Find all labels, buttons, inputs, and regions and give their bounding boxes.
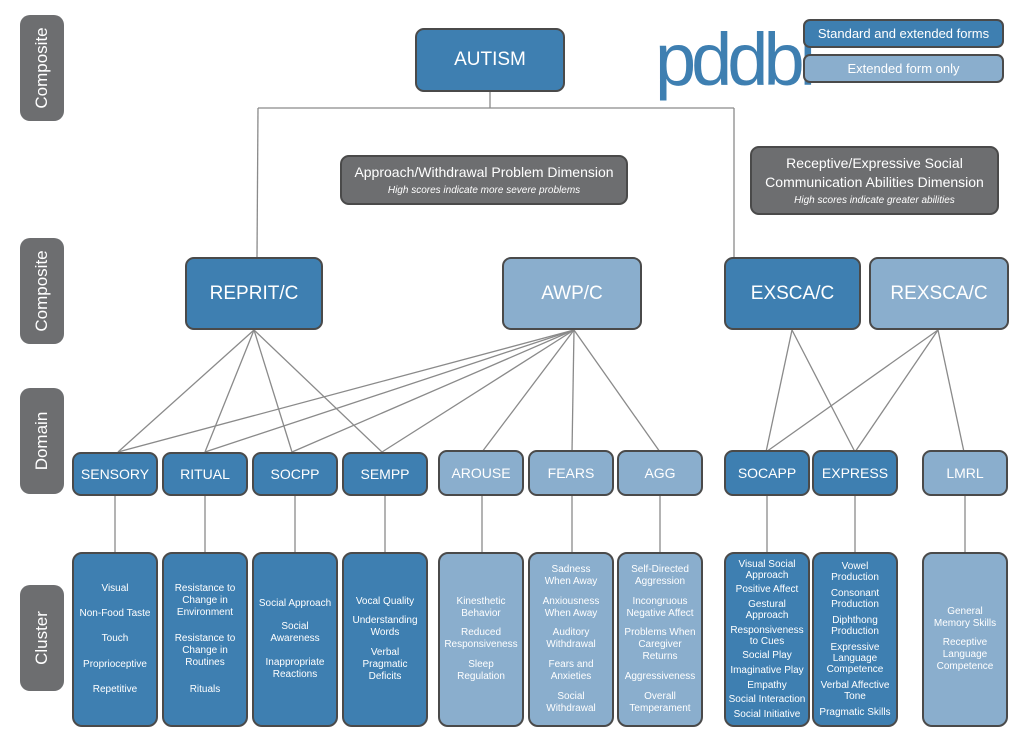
legend-standard: Standard and extended forms xyxy=(803,19,1004,48)
domain-express: EXPRESS xyxy=(812,450,898,496)
node-reprit-c: REPRIT/C xyxy=(185,257,323,330)
cluster-item: Sadness When Away xyxy=(544,563,598,587)
cluster-item: Vocal Quality xyxy=(355,595,415,607)
side-label-composite-top: Composite xyxy=(20,15,64,121)
cluster-item: Positive Affect xyxy=(735,584,799,596)
cluster-item: Repetitive xyxy=(92,684,138,696)
cluster-item: Rituals xyxy=(189,683,221,695)
cluster-item: Overall Temperament xyxy=(629,691,691,715)
domain-socapp: SOCAPP xyxy=(724,450,810,496)
cluster-item: Inappropriate Reactions xyxy=(265,657,325,681)
cluster-item: Pragmatic Skills xyxy=(819,707,891,719)
cluster-item: Empathy xyxy=(747,679,787,691)
dimension-title-line1: Receptive/Expressive Social xyxy=(786,154,963,171)
cluster-item: Sleep Regulation xyxy=(457,659,505,683)
cluster-item: Gestural Approach xyxy=(745,599,789,622)
cluster-item: Problems When Caregiver Returns xyxy=(624,627,696,663)
cluster-item: Touch xyxy=(101,633,129,645)
cluster-item: Verbal Affective Tone xyxy=(820,680,890,703)
side-label-domain: Domain xyxy=(20,388,64,494)
domain-sempp: SEMPP xyxy=(342,452,428,496)
cluster-item: Responsiveness to Cues xyxy=(730,624,804,647)
cluster-item: Expressive Language Competence xyxy=(826,642,884,676)
cluster-item: Social Withdrawal xyxy=(546,691,596,715)
cluster-item: Anxiousness When Away xyxy=(542,595,600,619)
domain-arouse: AROUSE xyxy=(438,450,524,496)
cluster-item: Social Initiative xyxy=(733,709,801,721)
domain-sensory: SENSORY xyxy=(72,452,158,496)
cluster-item: Diphthong Production xyxy=(831,614,879,637)
cluster-item: Kinesthetic Behavior xyxy=(456,595,506,619)
domain-fears: FEARS xyxy=(528,450,614,496)
dimension-title-line2: Communication Abilities Dimension xyxy=(765,173,984,190)
pddbi-logo: pddbi™ xyxy=(655,18,821,101)
cluster-item: Visual Social Approach xyxy=(738,558,796,581)
dimension-subtitle: High scores indicate more severe problem… xyxy=(387,184,581,196)
node-autism: AUTISM xyxy=(415,28,565,92)
cluster-item: Social Approach xyxy=(258,597,332,609)
cluster-item: Vowel Production xyxy=(831,560,879,583)
side-label-composite: Composite xyxy=(20,238,64,344)
dimension-approach-withdrawal: Approach/Withdrawal Problem Dimension Hi… xyxy=(340,155,628,205)
dimension-title: Approach/Withdrawal Problem Dimension xyxy=(354,163,614,180)
dimension-subtitle: High scores indicate greater abilities xyxy=(794,194,955,206)
cluster-item: Auditory Withdrawal xyxy=(546,627,596,651)
node-exsca-c: EXSCA/C xyxy=(724,257,861,330)
domain-agg: AGG xyxy=(617,450,703,496)
legend-extended: Extended form only xyxy=(803,54,1004,83)
cluster-item: Receptive Language Competence xyxy=(936,637,994,673)
cluster-item: Proprioceptive xyxy=(83,658,147,670)
cluster-item: General Memory Skills xyxy=(933,605,997,629)
cluster-item: Self-Directed Aggression xyxy=(631,563,689,587)
cluster-item: Incongruous Negative Affect xyxy=(626,595,694,619)
domain-lmrl: LMRL xyxy=(922,450,1008,496)
cluster-item: Verbal Pragmatic Deficits xyxy=(362,647,408,683)
dimension-receptive-expressive: Receptive/Expressive Social Communicatio… xyxy=(750,146,999,215)
node-rexsca-c: REXSCA/C xyxy=(869,257,1009,330)
cluster-item: Consonant Production xyxy=(830,587,880,610)
cluster-item: Understanding Words xyxy=(352,615,418,639)
cluster-item: Imaginative Play xyxy=(730,665,804,677)
cluster-item: Social Awareness xyxy=(270,621,320,645)
cluster-item: Social Interaction xyxy=(728,694,806,706)
domain-socpp: SOCPP xyxy=(252,452,338,496)
cluster-item: Resistance to Change in Environment xyxy=(174,583,236,619)
cluster-item: Aggressiveness xyxy=(624,671,696,683)
cluster-item: Fears and Anxieties xyxy=(548,659,594,683)
domain-ritual: RITUAL xyxy=(162,452,248,496)
side-label-cluster: Cluster xyxy=(20,585,64,691)
cluster-item: Non-Food Taste xyxy=(79,608,151,620)
cluster-item: Reduced Responsiveness xyxy=(444,627,518,651)
node-awp-c: AWP/C xyxy=(502,257,642,330)
cluster-item: Resistance to Change in Routines xyxy=(174,633,236,669)
cluster-item: Visual xyxy=(101,582,129,594)
cluster-item: Social Play xyxy=(742,650,792,662)
